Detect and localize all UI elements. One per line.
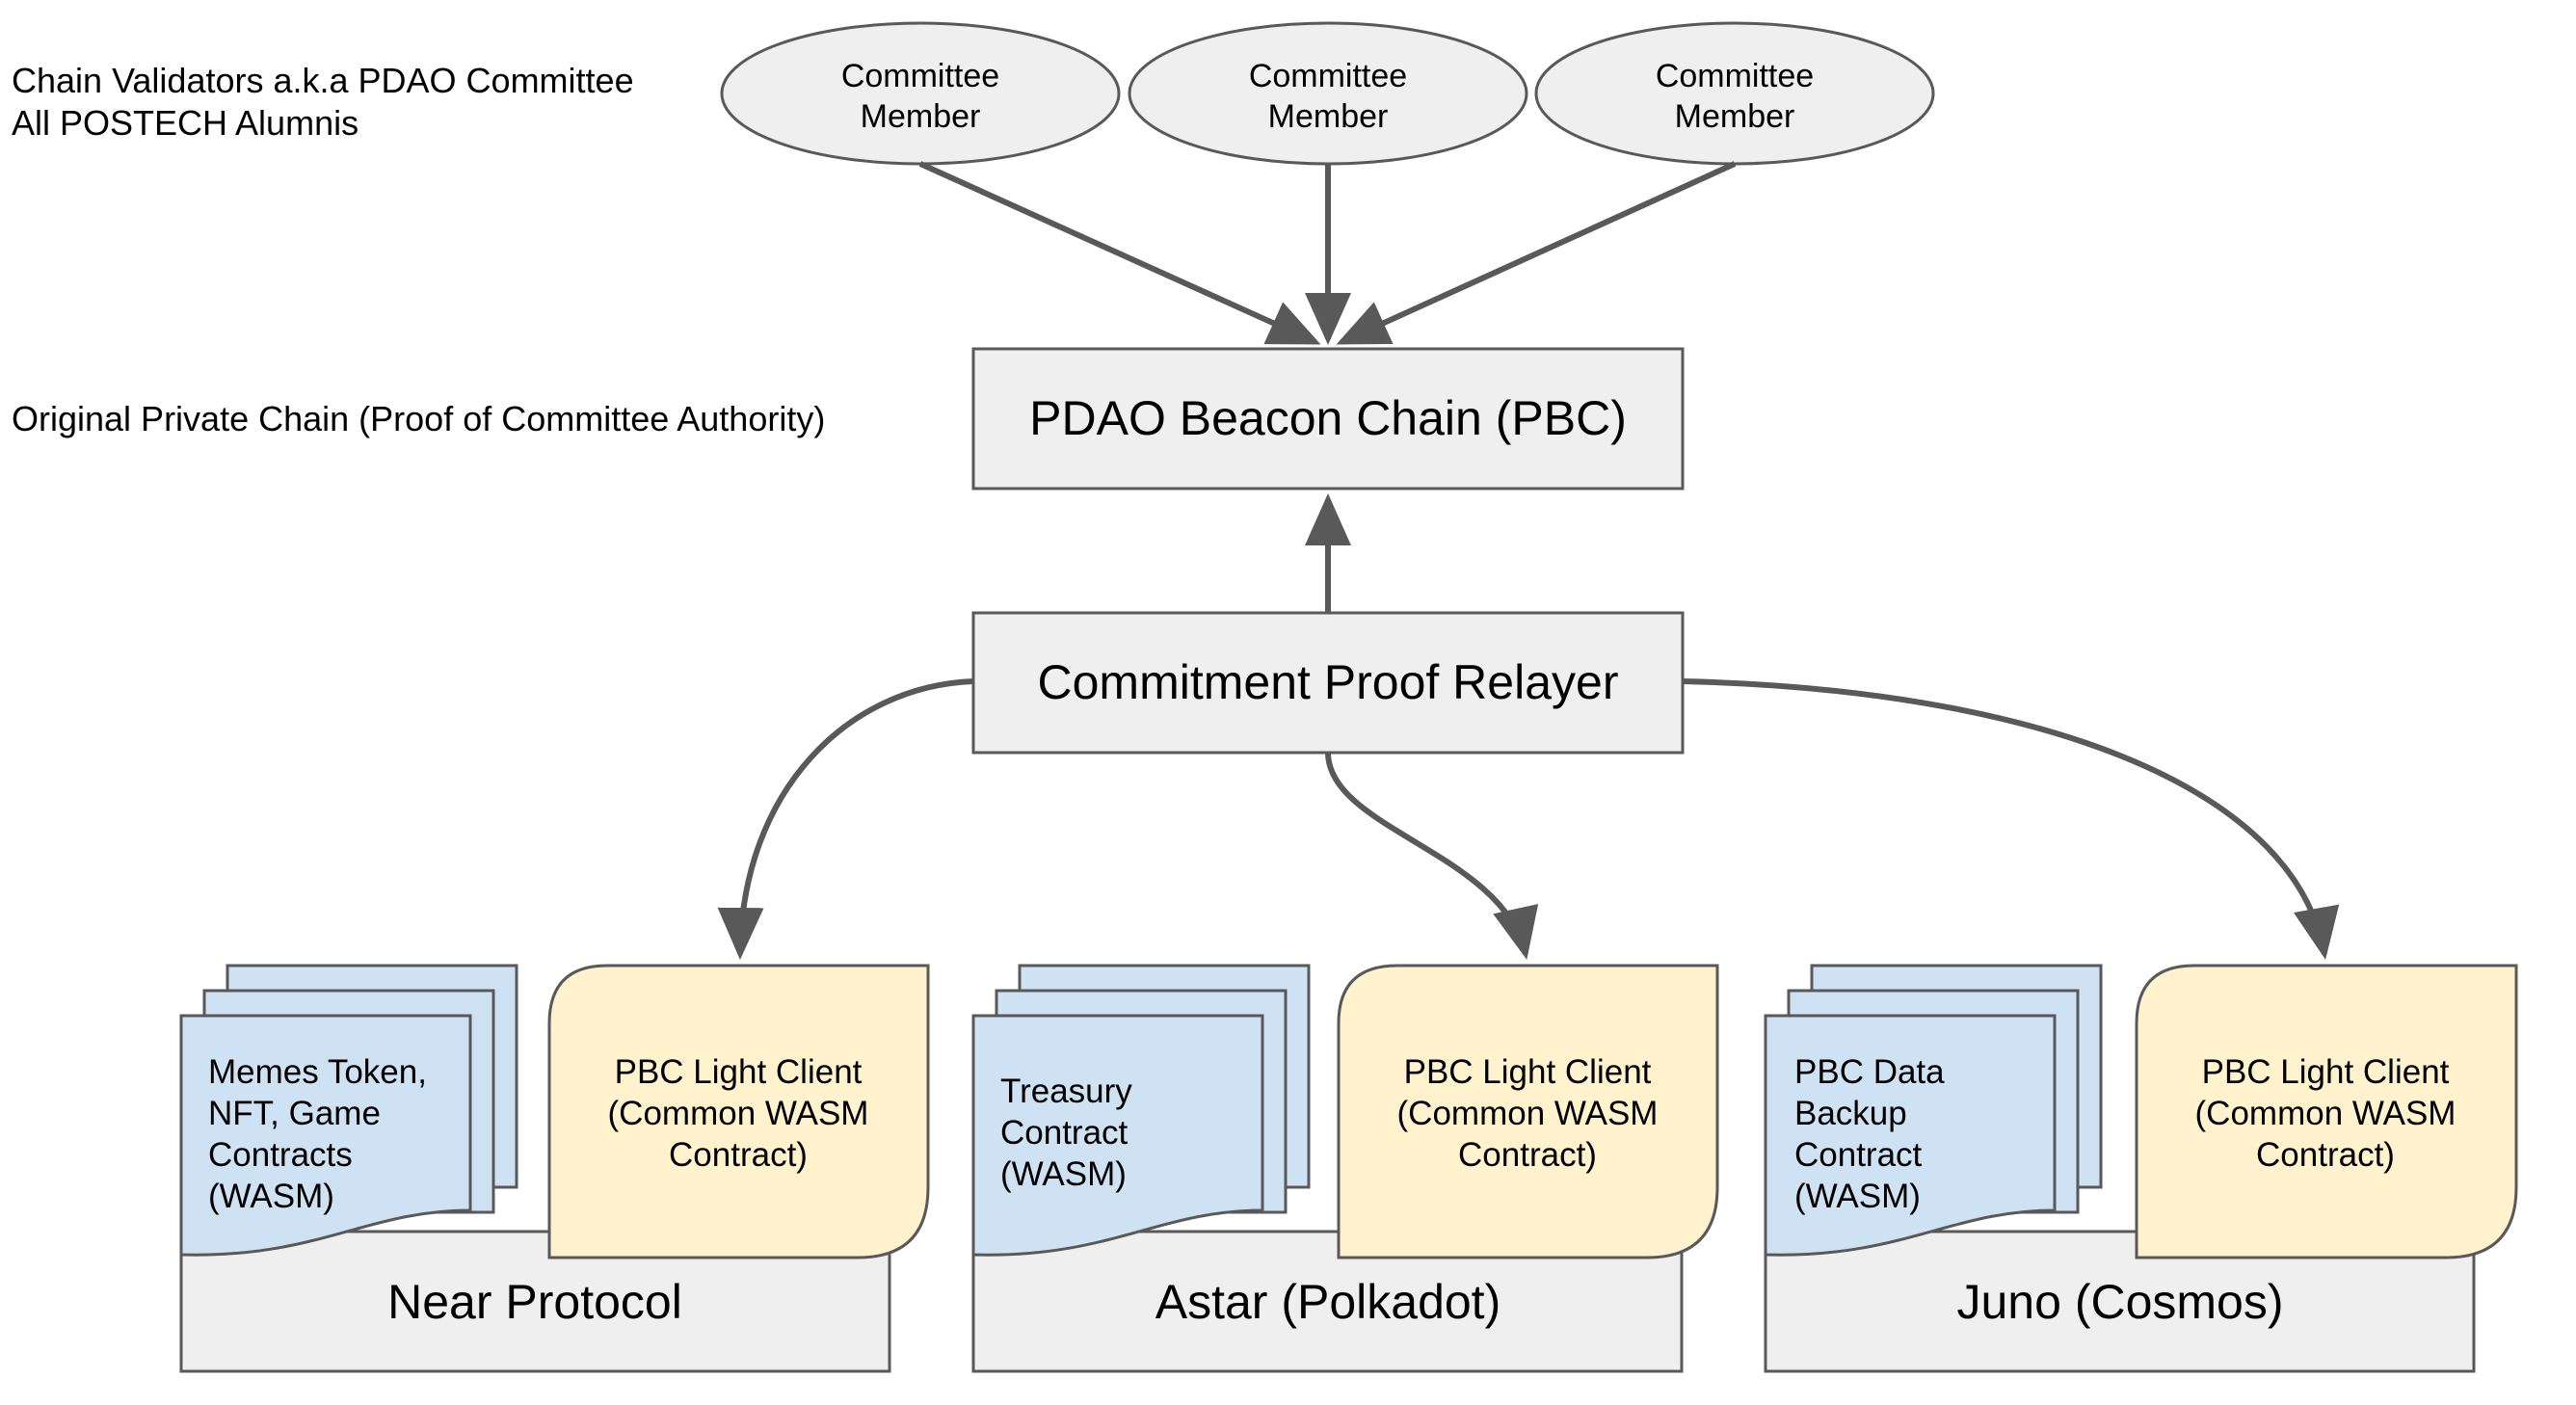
chain-group-astar: Astar (Polkadot) Treasury Contract (WASM… bbox=[971, 964, 1719, 1373]
chain-name-near: Near Protocol bbox=[387, 1275, 682, 1329]
near-contract-line4: (WASM) bbox=[208, 1178, 334, 1215]
juno-contract-line3: Contract bbox=[1794, 1136, 1923, 1174]
arrow-committee3-to-beacon bbox=[1336, 161, 1737, 345]
light-client-juno bbox=[2135, 964, 2518, 1259]
committee-member-3-line2: Member bbox=[1675, 98, 1795, 135]
juno-contract-line4: (WASM) bbox=[1794, 1178, 1921, 1215]
committee-member-2: Committee Member bbox=[1128, 21, 1528, 166]
astar-light-client-line3: Contract) bbox=[1458, 1136, 1597, 1174]
contract-doc-front-astar bbox=[971, 1014, 1264, 1257]
near-light-client-line1: PBC Light Client bbox=[615, 1053, 863, 1091]
astar-light-client-line2: (Common WASM bbox=[1397, 1095, 1659, 1132]
chain-name-astar: Astar (Polkadot) bbox=[1155, 1275, 1500, 1329]
committee-member-3: Committee Member bbox=[1534, 21, 1935, 166]
chain-group-near: Near Protocol Memes Token, NFT, Game Con… bbox=[179, 964, 930, 1373]
validators-label-line2: All POSTECH Alumnis bbox=[12, 103, 359, 143]
near-contract-line3: Contracts bbox=[208, 1136, 353, 1174]
arrow-relayer-to-astar-light-client bbox=[1325, 752, 1539, 960]
astar-contract-line3: (WASM) bbox=[1000, 1155, 1127, 1193]
relayer-node: Commitment Proof Relayer bbox=[971, 611, 1685, 755]
committee-member-1-line2: Member bbox=[861, 98, 981, 135]
near-light-client-line3: Contract) bbox=[669, 1136, 808, 1174]
chain-group-juno: Juno (Cosmos) PBC Data Backup Contract (… bbox=[1764, 964, 2518, 1373]
juno-light-client-line2: (Common WASM bbox=[2195, 1095, 2456, 1132]
contract-doc-front-near bbox=[179, 1014, 472, 1257]
committee-member-1-line1: Committee bbox=[841, 58, 999, 94]
beacon-chain-label: PDAO Beacon Chain (PBC) bbox=[1029, 391, 1627, 445]
committee-member-3-line1: Committee bbox=[1656, 58, 1814, 94]
committee-member-1: Committee Member bbox=[720, 21, 1121, 166]
juno-contract-line1: PBC Data bbox=[1794, 1053, 1945, 1091]
juno-contract-line2: Backup bbox=[1794, 1095, 1907, 1132]
relayer-label: Commitment Proof Relayer bbox=[1038, 655, 1619, 709]
arrow-relayer-to-juno-light-client bbox=[1682, 678, 2340, 960]
validators-label-line1: Chain Validators a.k.a PDAO Committee bbox=[12, 61, 634, 100]
astar-light-client-line1: PBC Light Client bbox=[1404, 1053, 1652, 1091]
near-light-client-line2: (Common WASM bbox=[608, 1095, 869, 1132]
juno-light-client-line3: Contract) bbox=[2256, 1136, 2395, 1174]
light-client-near bbox=[547, 964, 930, 1259]
near-contract-line1: Memes Token, bbox=[208, 1053, 427, 1091]
arrow-committee1-to-beacon bbox=[918, 161, 1321, 345]
arrow-relayer-to-near-light-client bbox=[717, 678, 974, 960]
beacon-chain-node: PDAO Beacon Chain (PBC) bbox=[971, 347, 1685, 490]
committee-member-2-line1: Committee bbox=[1249, 58, 1407, 94]
chain-name-juno: Juno (Cosmos) bbox=[1957, 1275, 2284, 1329]
juno-light-client-line1: PBC Light Client bbox=[2202, 1053, 2450, 1091]
light-client-astar bbox=[1337, 964, 1719, 1259]
astar-contract-line1: Treasury bbox=[1000, 1073, 1132, 1110]
contract-doc-front-juno bbox=[1764, 1014, 2057, 1257]
committee-member-2-line2: Member bbox=[1268, 98, 1389, 135]
private-chain-label: Original Private Chain (Proof of Committ… bbox=[12, 399, 825, 438]
astar-contract-line2: Contract bbox=[1000, 1114, 1129, 1152]
near-contract-line2: NFT, Game bbox=[208, 1095, 381, 1132]
